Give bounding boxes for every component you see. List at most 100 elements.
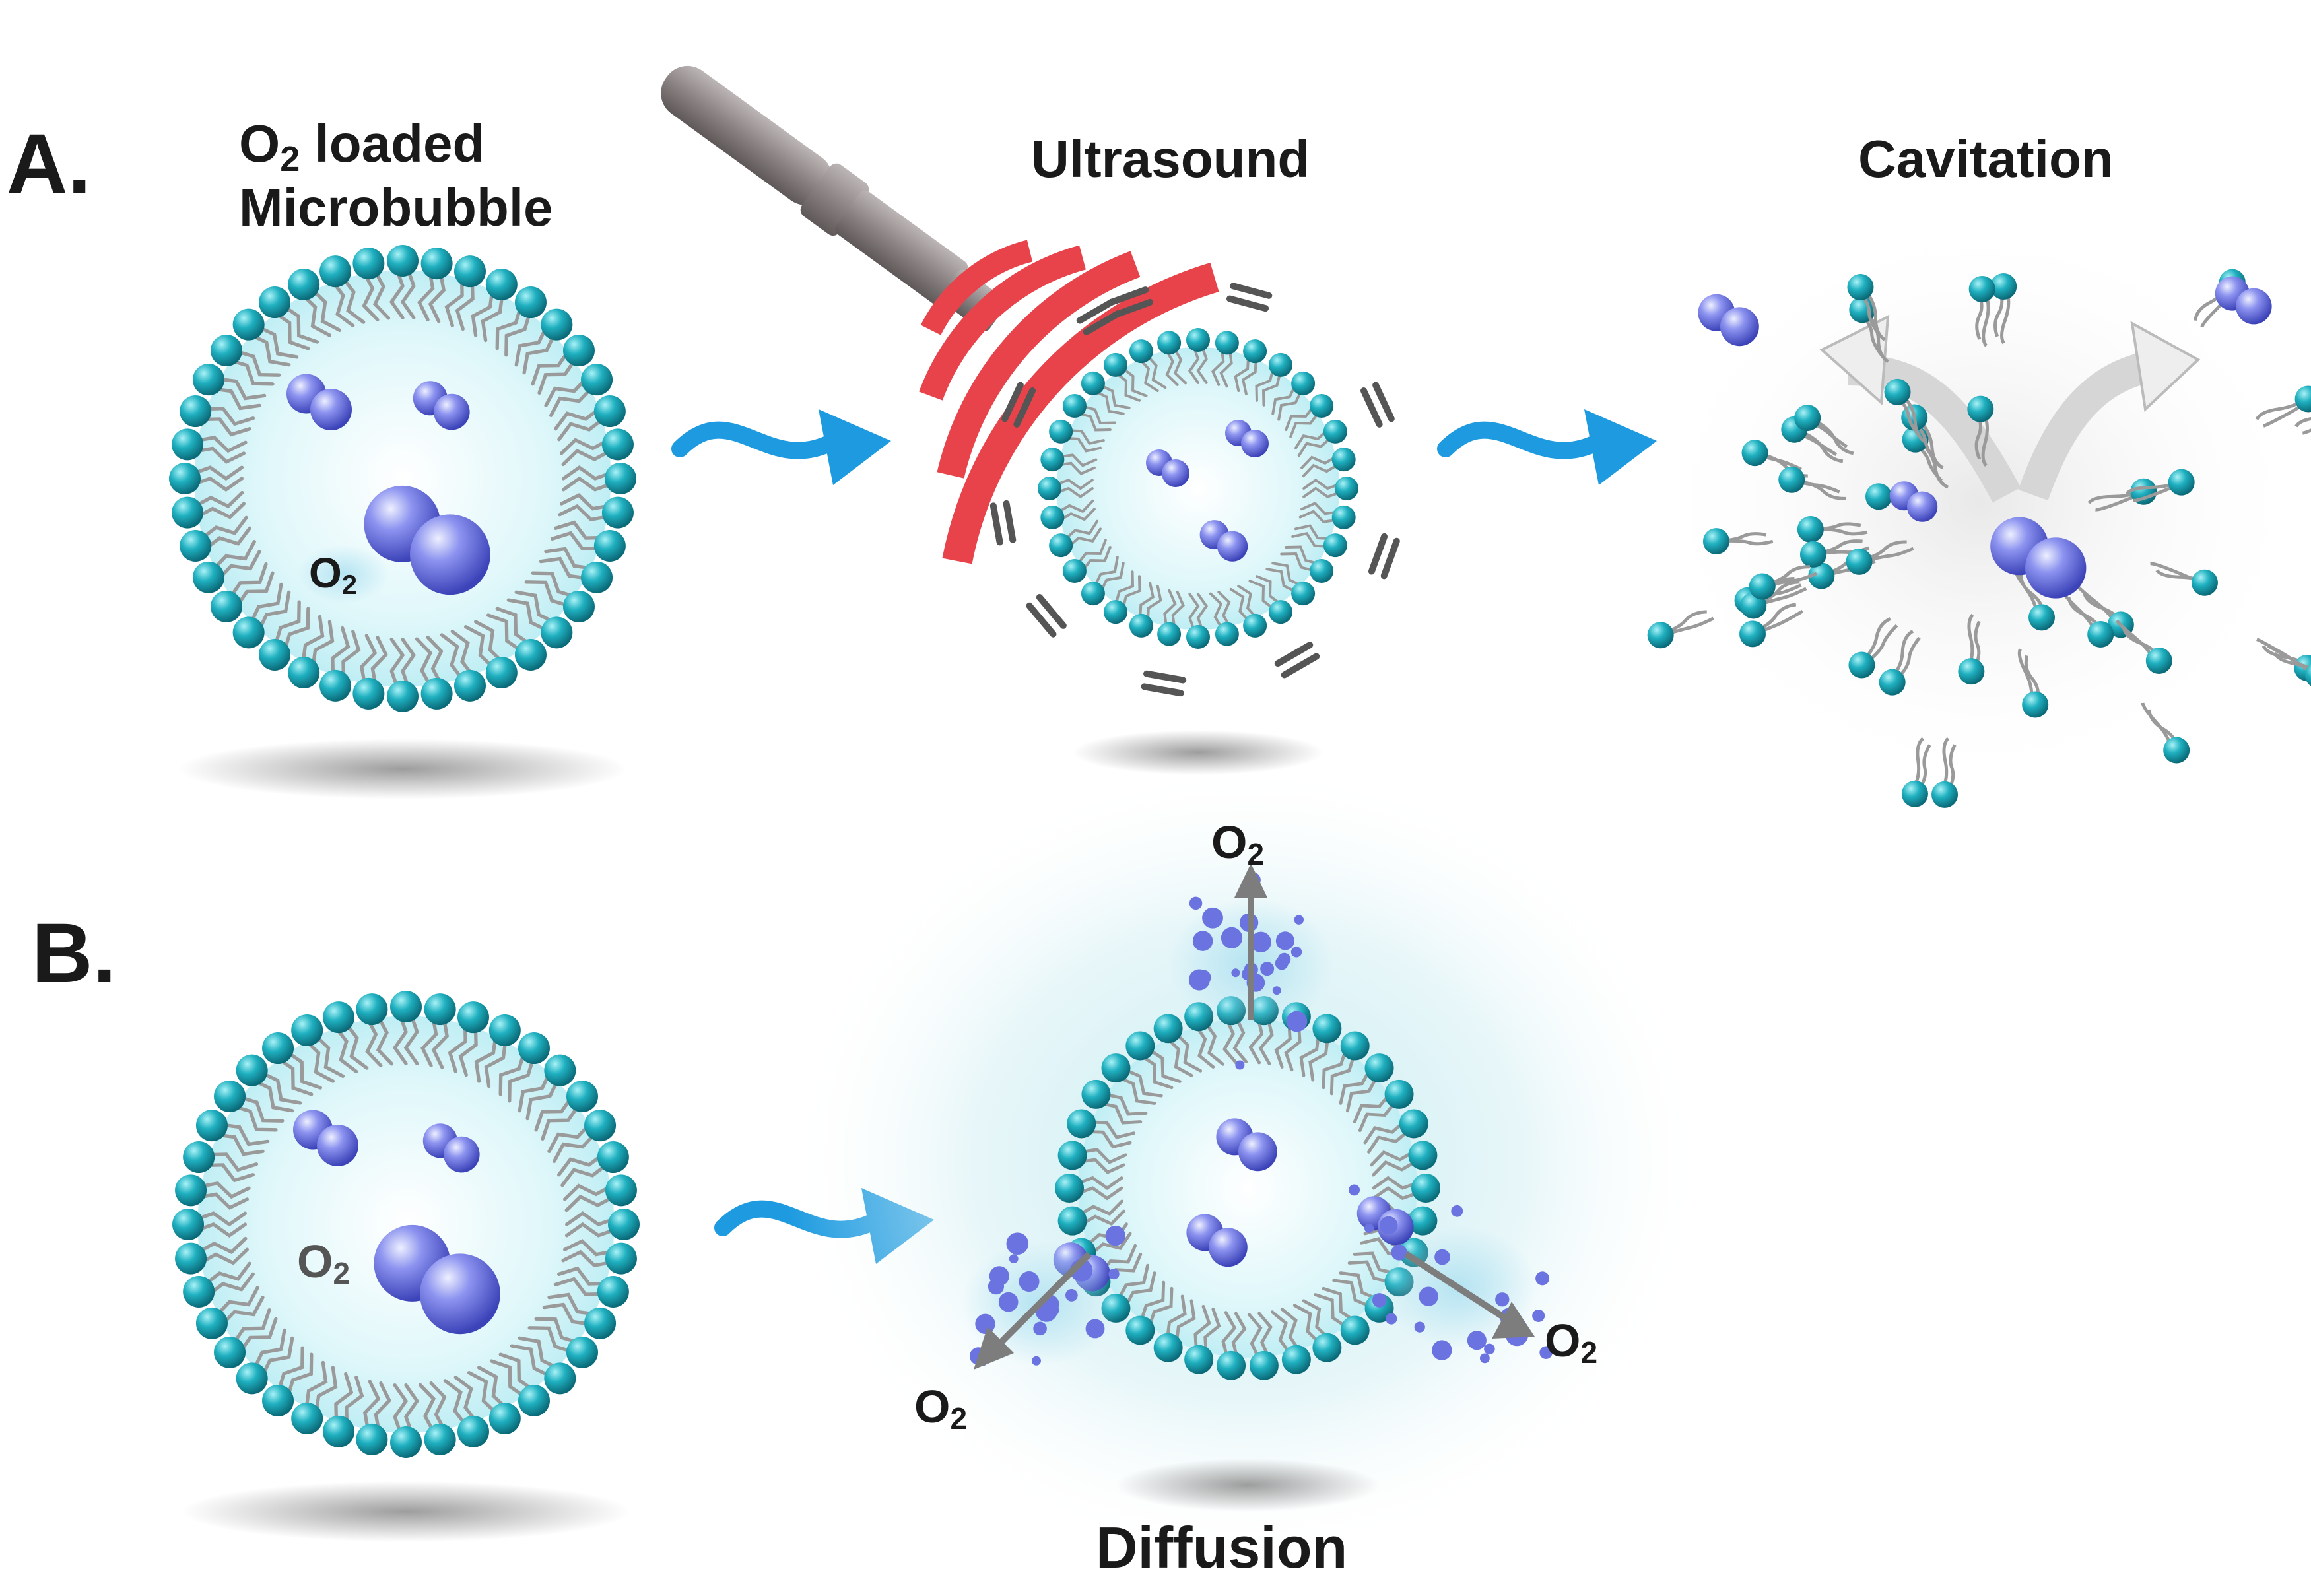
free-lipid [2294, 416, 2311, 435]
lipid-head [214, 1336, 246, 1368]
o2-subscript: 2 [1580, 1335, 1597, 1370]
free-lipid [1879, 630, 1921, 696]
o2-dot [1364, 1223, 1374, 1233]
lipid-head [1281, 1345, 1311, 1374]
free-lipid [2087, 478, 2157, 512]
lipid-head [195, 1307, 228, 1339]
o2-dot [1250, 931, 1271, 953]
o2-dot [1085, 1319, 1105, 1339]
o2-molecule [1889, 481, 1938, 522]
vibration-marks [989, 283, 1400, 697]
free-lipid [1749, 565, 1817, 600]
lipid-head [323, 1001, 355, 1034]
o2-label-top: O2 [1211, 816, 1264, 871]
lipid-head [1243, 339, 1267, 364]
lipid-head [323, 1415, 355, 1447]
lipid-tails [1076, 1017, 1419, 1359]
bubble-core [194, 270, 611, 687]
lipid-head [183, 1141, 215, 1174]
lipid-head [597, 1141, 629, 1174]
lipid-head [1243, 613, 1267, 638]
lipid-head [1062, 393, 1087, 418]
gas-label: O2 [297, 1236, 350, 1290]
lipid-head [597, 1275, 629, 1308]
lipid-head [1081, 582, 1105, 606]
o2-dot [1372, 1293, 1387, 1308]
o2-dot [1419, 1286, 1438, 1306]
lipid-head [453, 255, 486, 288]
lipid-head [420, 248, 453, 280]
o2-dot [975, 1313, 995, 1334]
o2-subscript: 2 [1247, 837, 1264, 871]
o2-molecule [422, 1123, 480, 1173]
o2-symbol: O [914, 1381, 950, 1432]
free-lipid [1781, 416, 1844, 463]
lipid-head [424, 1423, 456, 1455]
lipid-tails [195, 1014, 617, 1435]
o2-dot [1260, 962, 1275, 976]
lipid-head [232, 308, 265, 341]
free-lipid [1848, 617, 1898, 679]
lipid-heads [1038, 328, 1358, 649]
lipid-head [1125, 1315, 1155, 1345]
o2-molecule [293, 1110, 358, 1166]
o2-dot [989, 1266, 1009, 1286]
o2-subscript: 2 [342, 569, 357, 600]
lipid-head [262, 1032, 294, 1065]
lipid-head [1331, 505, 1356, 529]
lipid-head [1101, 1053, 1131, 1083]
free-lipid [1846, 540, 1914, 575]
o2-molecule [2215, 276, 2272, 325]
lipid-head [1157, 331, 1182, 355]
lipid-head [593, 529, 626, 562]
o2-symbol: O [297, 1236, 333, 1287]
free-lipid [1797, 515, 1868, 543]
panel-b: B. O2 O2 O2 O2 [32, 759, 1710, 1580]
bubble-shadow [178, 739, 627, 799]
free-lipid [1967, 395, 1994, 467]
lipid-head [319, 255, 352, 288]
lipid-head [356, 1423, 388, 1455]
lipid-head [232, 616, 265, 649]
lipid-head [356, 993, 388, 1026]
lipid-head [1291, 371, 1316, 395]
o2-molecule [413, 381, 470, 430]
lipid-head [1269, 600, 1293, 624]
lipid-head [608, 1209, 640, 1240]
o2-dot [1006, 1232, 1029, 1255]
free-lipid [2267, 644, 2311, 686]
o2-subscript: 2 [333, 1256, 350, 1290]
o2-dot [1484, 1343, 1495, 1355]
lipid-head [175, 1242, 207, 1275]
o2-dot [1235, 1060, 1245, 1070]
lipid-head [1040, 448, 1065, 472]
o2-molecule [374, 1224, 500, 1335]
lipid-head [1184, 1345, 1214, 1374]
free-lipid [2115, 619, 2172, 674]
free-lipid [1958, 613, 1985, 685]
lipid-head [1408, 1206, 1438, 1236]
lipid-head [1215, 622, 1239, 646]
lipid-head [601, 496, 634, 529]
o2-dot [1231, 968, 1240, 978]
lipid-head [180, 529, 212, 562]
stage1-title-line2: Microbubble [239, 178, 553, 237]
o2-molecule [1199, 520, 1248, 562]
lipid-head [288, 268, 320, 300]
lipid-head [518, 1032, 550, 1065]
stage3-title: Cavitation [1858, 129, 2114, 188]
lipid-head [1364, 1053, 1394, 1083]
o2-symbol: O [309, 549, 342, 597]
lipid-head [541, 616, 573, 649]
o2-subscript: 2 [280, 139, 300, 179]
lipid-head [1323, 419, 1347, 444]
lipid-head [172, 1209, 204, 1240]
lipid-head [1310, 393, 1334, 418]
o2-dot [1290, 947, 1302, 958]
o2-dot [1019, 1271, 1040, 1292]
o2-dot [1192, 931, 1213, 951]
lipid-head [601, 428, 634, 461]
lipid-head [1157, 622, 1182, 646]
o2-dot [1195, 970, 1211, 985]
